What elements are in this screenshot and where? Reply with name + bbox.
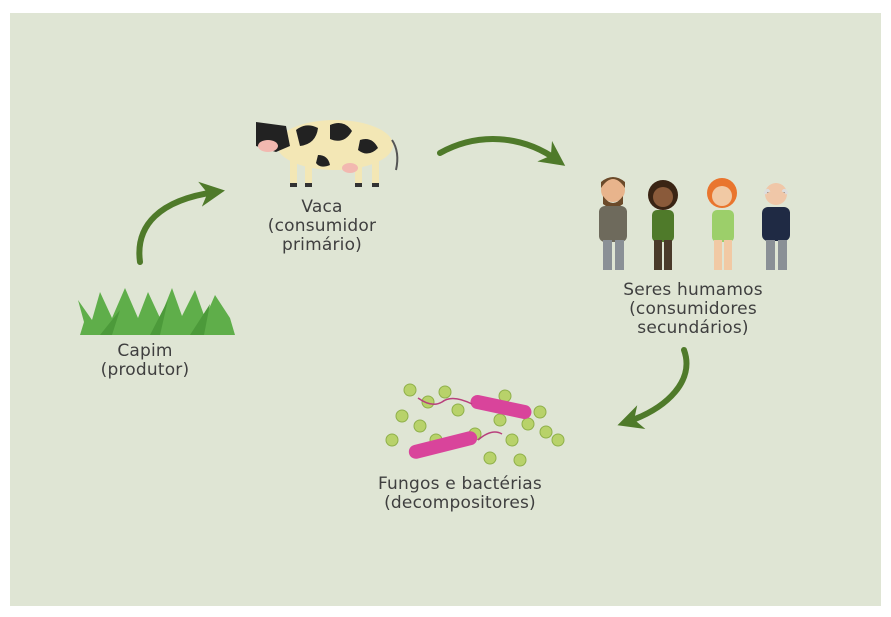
humans-label-line2: (consumidores xyxy=(629,299,757,319)
cow-label-line2: (consumidor xyxy=(267,216,377,236)
grass-label-line2: (produtor) xyxy=(100,360,190,380)
arrow-grass-to-cow xyxy=(136,181,225,265)
cow-label-line3: primário) xyxy=(281,235,363,255)
humans-label: Seres humamos (consumidores secundários) xyxy=(603,281,783,338)
arrow-humans-to-decomposers xyxy=(617,347,690,430)
bacteria-icon xyxy=(385,383,565,467)
humans-icon xyxy=(599,177,790,270)
cow-label: Vaca (consumidor primário) xyxy=(252,198,392,255)
arrow-cow-to-humans xyxy=(437,136,566,166)
cow-icon xyxy=(256,120,399,187)
grass-label: Capim (produtor) xyxy=(90,342,200,380)
decomposers-label: Fungos e bactérias (decompositores) xyxy=(360,475,560,513)
grass-icon xyxy=(78,288,235,335)
decomposers-label-line1: Fungos e bactérias xyxy=(378,474,542,494)
grass-label-line1: Capim xyxy=(117,341,173,361)
decomposers-label-line2: (decompositores) xyxy=(384,493,536,513)
cow-label-line1: Vaca xyxy=(301,197,343,217)
humans-label-line3: secundários) xyxy=(637,318,749,338)
humans-label-line1: Seres humamos xyxy=(623,280,763,300)
